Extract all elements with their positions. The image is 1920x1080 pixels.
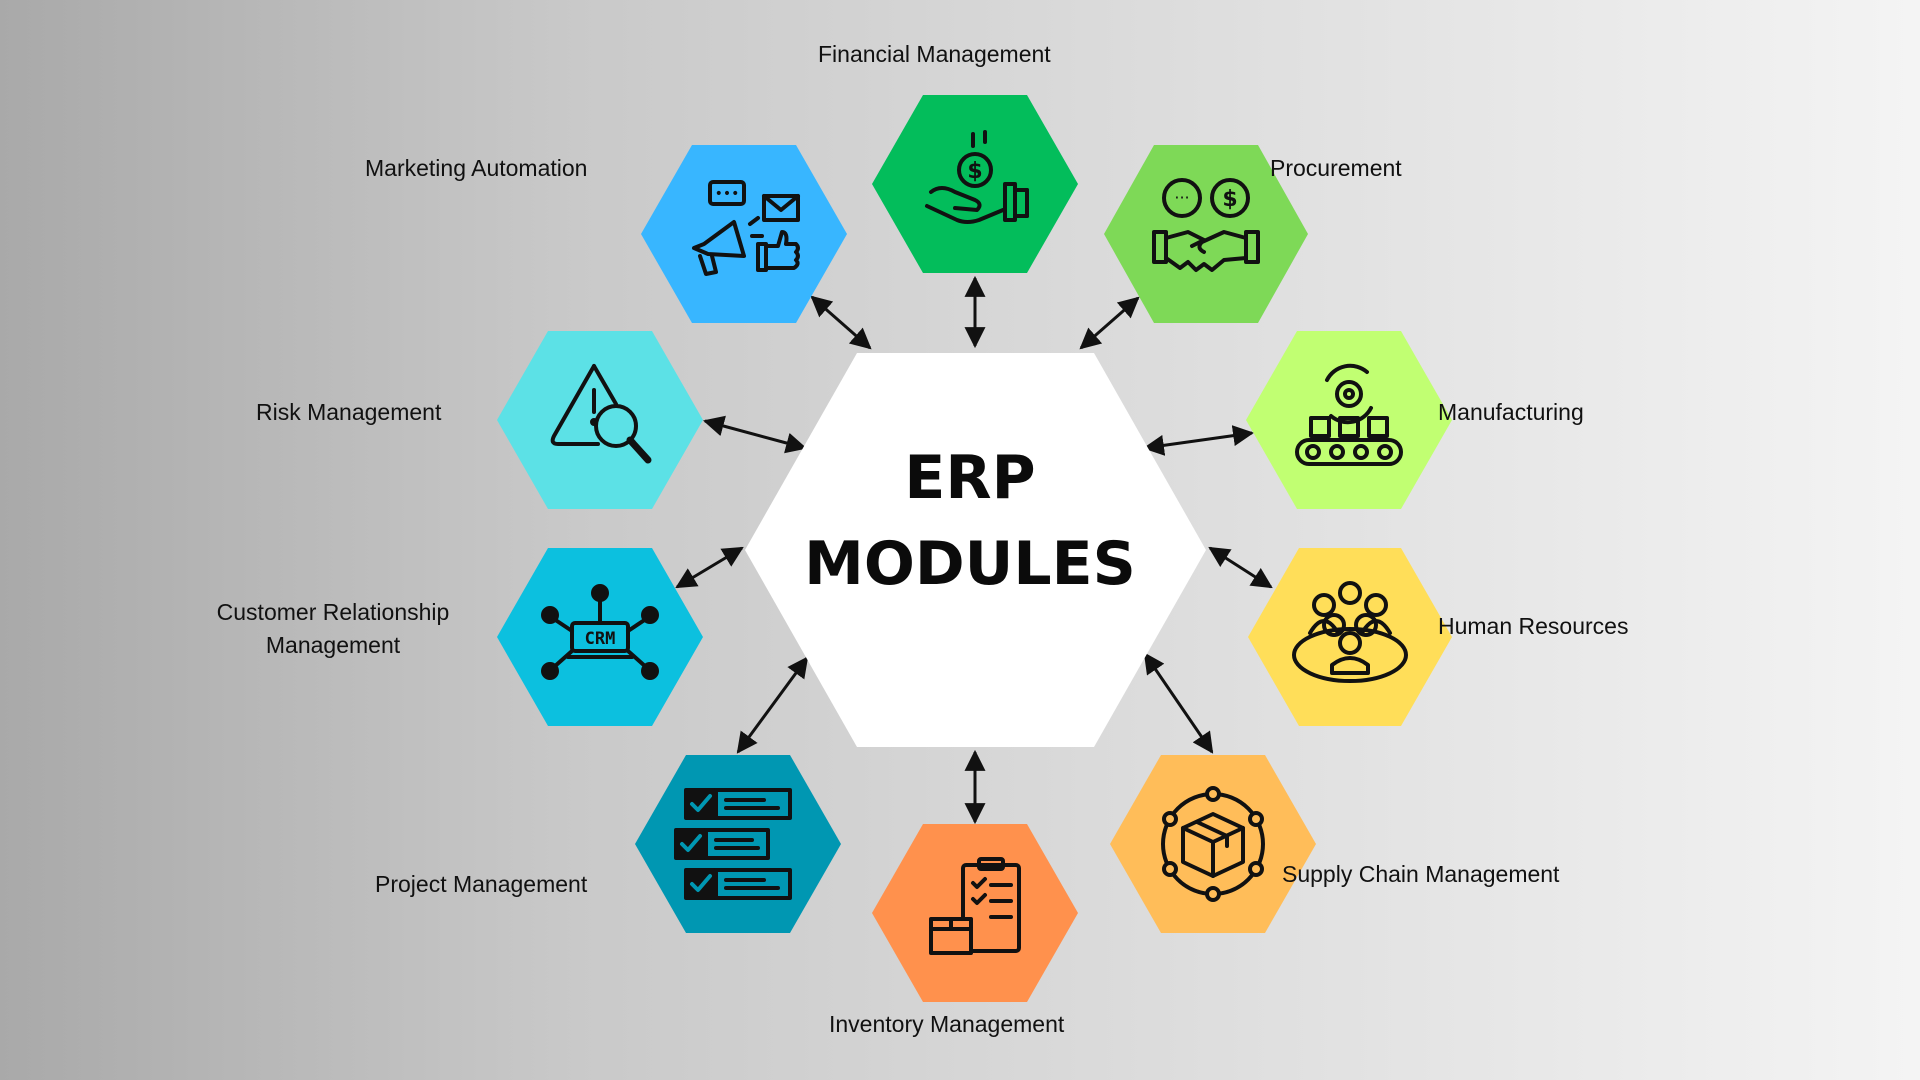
connector-crm (675, 546, 744, 589)
connectors (675, 275, 1273, 825)
label-crm-line-2: Management (265, 632, 401, 659)
connector-manufacturing (1142, 425, 1255, 456)
label-manufacturing: Manufacturing (1438, 399, 1584, 425)
label-customer-relationship-management: Customer Relationship Management (188, 596, 478, 663)
money-hand-icon: $ (925, 130, 1029, 224)
package-network-icon (1161, 786, 1265, 902)
hexagon-hr (1248, 548, 1452, 726)
connector-project (736, 656, 809, 754)
hexagon-project (635, 755, 841, 933)
svg-text:•••: ••• (715, 186, 740, 202)
crm-network-icon: CRM (541, 584, 659, 680)
label-project-management: Project Management (375, 871, 588, 897)
warning-search-icon (550, 364, 652, 464)
connector-supply (1143, 652, 1214, 754)
label-inventory-management: Inventory Management (829, 1011, 1065, 1037)
center-hexagon (745, 353, 1206, 747)
hexagon-inventory (872, 824, 1078, 1002)
label-risk-management: Risk Management (256, 399, 442, 425)
svg-text:···: ··· (1174, 188, 1189, 207)
conveyor-gear-icon (1295, 363, 1403, 466)
label-crm-line-1: Customer Relationship (216, 599, 450, 625)
team-icon (1292, 581, 1408, 683)
svg-text:$: $ (1222, 187, 1237, 212)
hexagon-procurement (1104, 145, 1308, 323)
label-human-resources: Human Resources (1438, 613, 1629, 639)
label-financial-management: Financial Management (818, 41, 1051, 67)
clipboard-box-icon (929, 857, 1021, 955)
connector-procurement (1079, 296, 1140, 350)
svg-text:$: $ (967, 159, 982, 184)
connector-marketing (810, 295, 872, 350)
hexagon-marketing (641, 145, 847, 323)
svg-text:CRM: CRM (585, 629, 616, 649)
handshake-icon: ··· $ (1152, 178, 1260, 272)
checklist-icon (674, 788, 792, 900)
label-supply-chain-management: Supply Chain Management (1282, 861, 1560, 887)
connector-risk (702, 415, 808, 454)
hexagon-risk (497, 331, 703, 509)
megaphone-icon: ••• (692, 180, 800, 276)
connector-hr (1208, 546, 1273, 589)
label-procurement: Procurement (1270, 155, 1402, 181)
label-marketing-automation: Marketing Automation (365, 155, 588, 181)
hexagon-crm (497, 548, 703, 726)
